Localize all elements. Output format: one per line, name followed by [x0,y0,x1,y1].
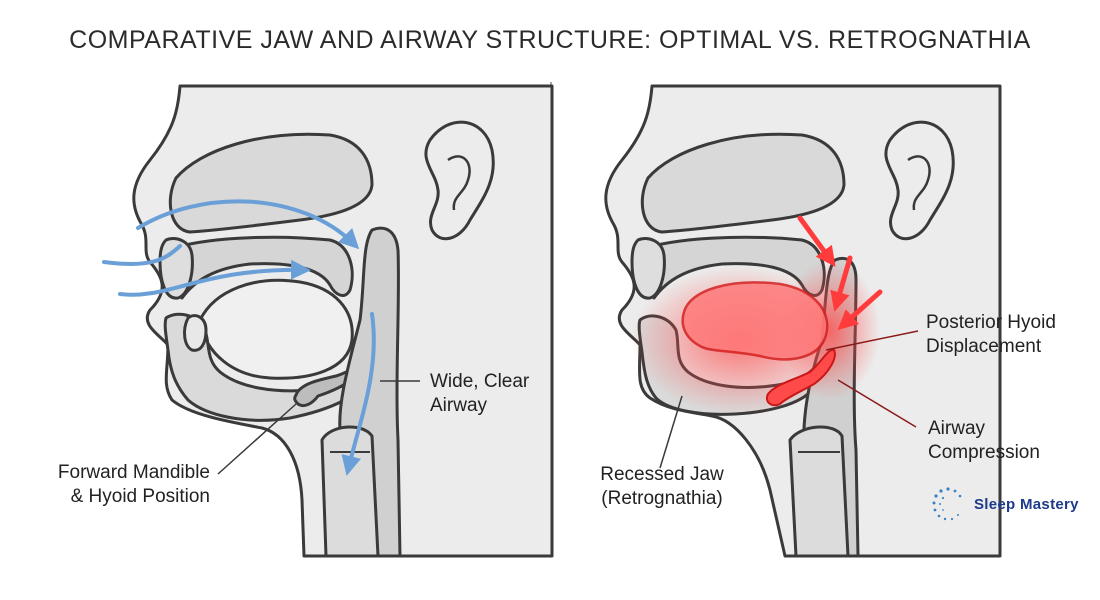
left-hyoid [293,366,360,408]
airflow-arrow-nasal [136,199,360,250]
compression-arrow-1 [797,215,836,267]
compression-arrow-3 [837,289,883,331]
left-ear [424,120,495,241]
diagram-title: COMPARATIVE JAW AND AIRWAY STRUCTURE: OP… [69,26,1031,54]
brand-name: Sleep Mastery [974,495,1079,513]
compression-arrows [797,215,883,331]
left-head-illustration [132,84,554,558]
right-trachea [788,425,850,558]
label-forward-mandible: Forward Mandible & Hyoid Position [57,462,210,507]
left-nasal-cavity [168,132,374,234]
airflow-arrow-pharynx [341,312,376,476]
right-tongue [681,281,829,361]
compression-arrow-2 [830,255,853,312]
label-posterior-hyoid: Posterior Hyoid Displacement [926,312,1056,357]
label-wide-clear-airway: Wide, Clear Airway [430,371,530,416]
left-lower-teeth [183,314,208,352]
airflow-arrow-oral [118,259,311,297]
left-tongue [198,278,354,380]
left-trachea [320,425,380,558]
right-hyoid [766,348,836,407]
label-airway-compression: Airway Compression [928,418,1040,463]
right-ear [884,120,955,241]
leader-recessed-jaw [659,395,683,469]
label-recessed-jaw: Recessed Jaw (Retrognathia) [600,464,724,509]
leader-posterior-hyoid [825,330,919,351]
brand-logo: Sleep Mastery [930,484,1079,524]
left-airflow-arrows [102,199,376,476]
leader-forward-mandible [217,403,297,475]
leader-airway-compression [837,379,917,428]
brand-logo-icon [932,487,962,521]
right-nasal-cavity [640,132,846,234]
airflow-arrow-entry [102,244,182,266]
